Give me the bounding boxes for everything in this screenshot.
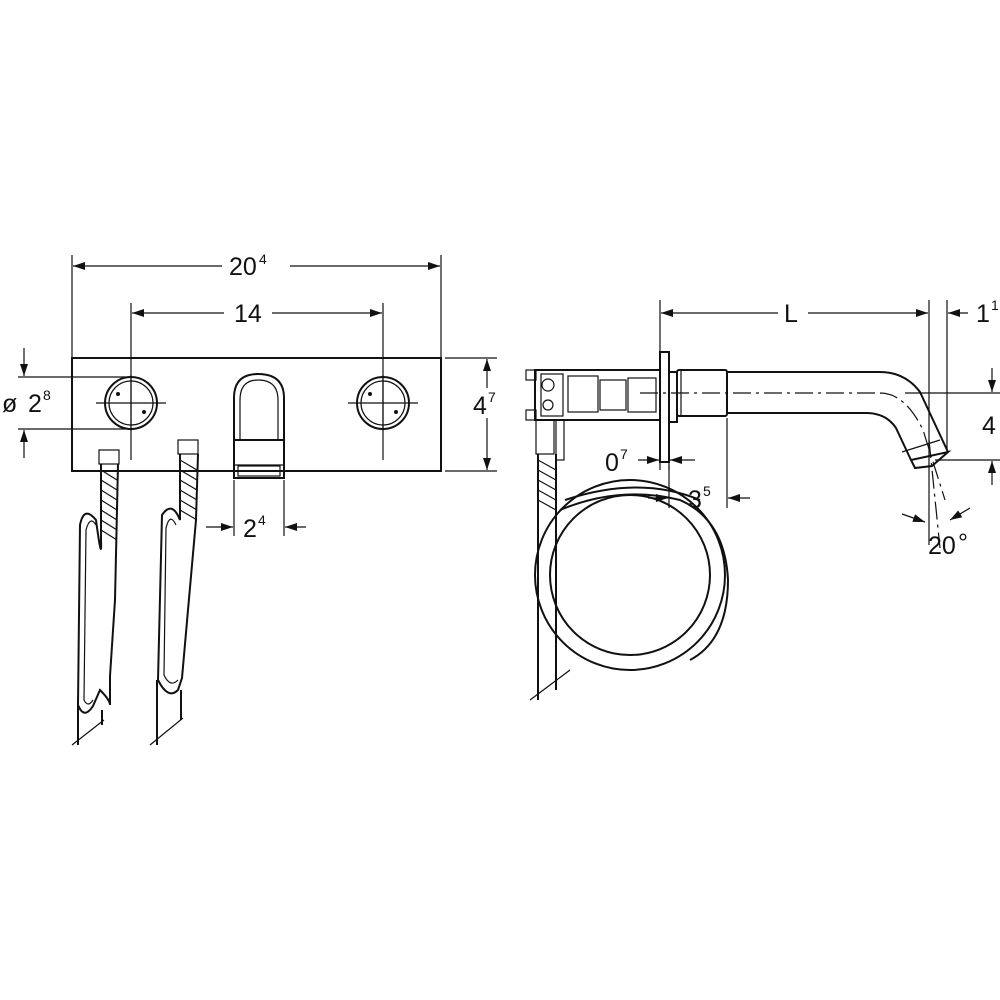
outlet-drop-dimension: 4 xyxy=(905,368,1000,485)
wall-plate-side xyxy=(659,351,670,463)
spout-side xyxy=(668,369,952,470)
side-view: L 1 1 xyxy=(525,297,1000,701)
left-hose xyxy=(71,449,120,746)
projection-label: L xyxy=(784,300,798,328)
plate-height-sup: 7 xyxy=(488,389,496,405)
outlet-drop-label: 4 xyxy=(982,412,996,440)
overall-width-label: 20 xyxy=(229,253,257,281)
handle-diameter-sup: 8 xyxy=(43,387,51,403)
outlet-offset-sup: 1 xyxy=(991,297,999,313)
plate-thickness-label: 0 xyxy=(605,449,619,477)
outlet-angle-label: 20 xyxy=(928,532,956,560)
handle-spacing-dimension: 14 xyxy=(132,300,382,328)
outlet-offset-dimension: 1 1 xyxy=(948,297,999,328)
outlet-offset-label: 1 xyxy=(976,300,990,328)
handle-diameter-dimension: ø 2 8 xyxy=(2,348,131,458)
left-handle xyxy=(96,375,166,431)
overall-width-sup: 4 xyxy=(259,251,267,267)
spout-width-dimension: 2 4 xyxy=(206,512,306,543)
plate-height-label: 4 xyxy=(473,392,487,420)
spout-front xyxy=(233,372,285,479)
handle-diameter-prefix: ø xyxy=(2,390,17,418)
overall-width-dimension: 20 4 xyxy=(73,251,440,281)
handle-spacing-label: 14 xyxy=(234,300,262,328)
plate-thickness-dimension: 0 7 xyxy=(605,446,695,477)
front-view: 20 4 14 xyxy=(2,251,497,746)
plate-height-dimension: 4 7 xyxy=(445,357,497,472)
middle-hose xyxy=(149,439,199,746)
outlet-angle-dimension: 20 ° xyxy=(901,507,971,560)
projection-dimension: L xyxy=(661,300,928,328)
mounting-box xyxy=(525,369,661,421)
hose-coil xyxy=(529,419,730,701)
spout-width-label: 2 xyxy=(243,515,257,543)
outlet-angle-unit: ° xyxy=(958,529,968,557)
right-handle xyxy=(348,375,418,431)
handle-diameter-label: 2 xyxy=(28,390,42,418)
plate-thickness-sup: 7 xyxy=(620,446,628,462)
spout-width-sup: 4 xyxy=(258,512,266,528)
rosette-depth-sup: 5 xyxy=(703,483,711,499)
wall-plate xyxy=(71,357,442,472)
